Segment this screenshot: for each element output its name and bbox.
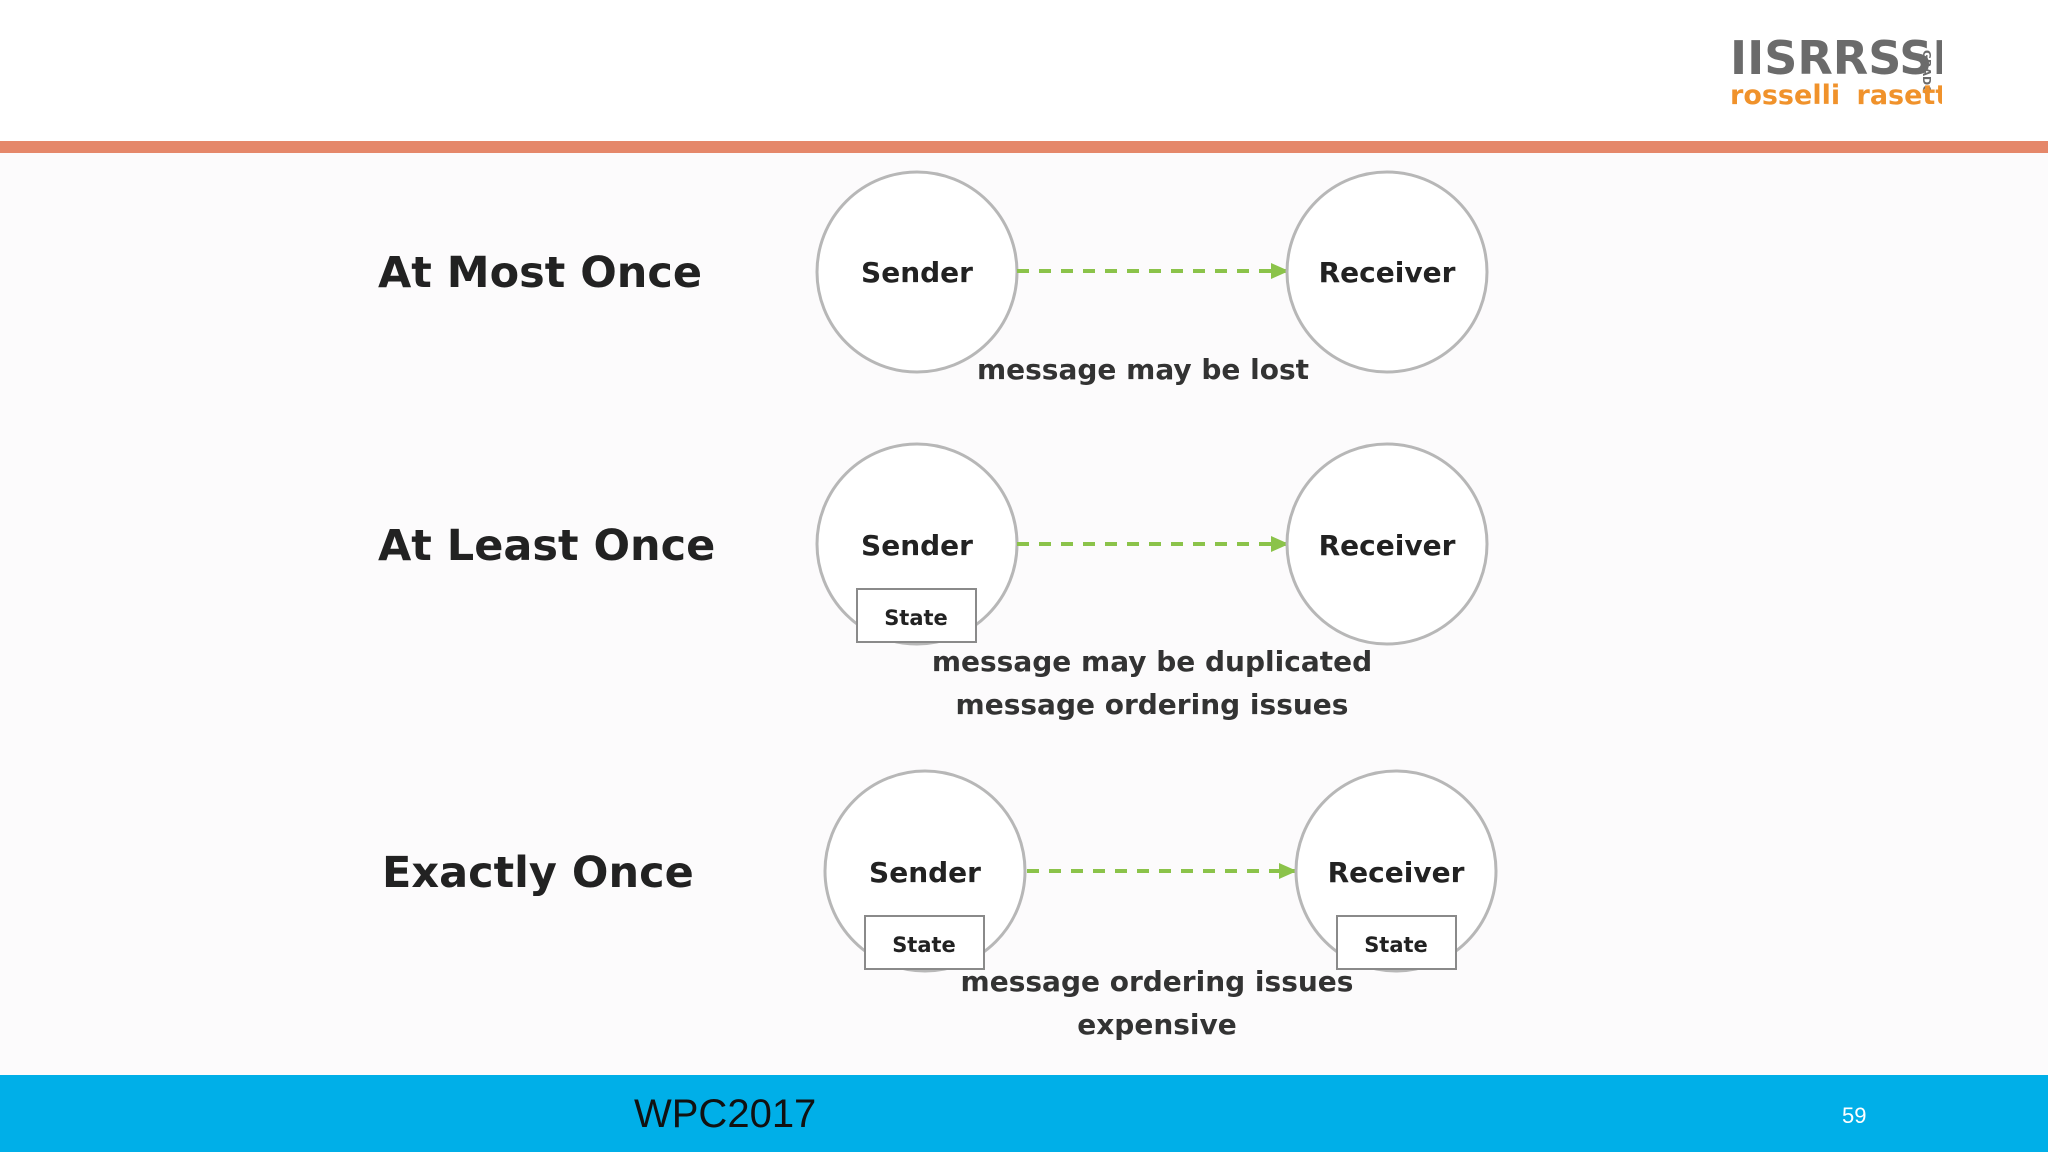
receiver-label: Receiver (1319, 256, 1456, 289)
sender-label: Sender (861, 256, 973, 289)
page-number: 59 (1842, 1103, 1867, 1128)
sender-state-box (856, 588, 977, 643)
footer-bar (0, 1075, 2048, 1152)
row-at-least-once: At Least Once Sender State Receiver mess… (378, 442, 1489, 721)
logo-bottom-text-2: rasetti (1857, 80, 1943, 111)
row-title: At Least Once (378, 521, 715, 571)
row-title: Exactly Once (382, 848, 694, 898)
sender-label: Sender (869, 856, 981, 889)
receiver-label: Receiver (1328, 856, 1465, 889)
sender-label: Sender (861, 529, 973, 562)
sender-state-label: State (892, 933, 956, 957)
caption-line-1: message may be lost (977, 353, 1309, 386)
sender-state-label: State (884, 606, 948, 630)
logo-top-text: IISRRSSI (1730, 31, 1942, 85)
row-exactly-once: Exactly Once Sender State Receiver State… (382, 769, 1498, 1041)
receiver-node (1285, 170, 1489, 374)
accent-divider (0, 141, 2048, 153)
receiver-label: Receiver (1319, 529, 1456, 562)
caption-line-1: message ordering issues (961, 965, 1354, 998)
receiver-state-label: State (1364, 933, 1428, 957)
sender-state-box (864, 915, 985, 970)
logo: IISRRSSI GRADO rosselli rasetti (1722, 26, 1958, 116)
diagram-panel (0, 153, 2048, 1075)
svg-text:rosselli rasetti: rosselli rasetti (1730, 80, 1942, 111)
row-title: At Most Once (378, 248, 702, 298)
logo-mark: IISRRSSI GRADO rosselli rasetti (1730, 31, 1958, 111)
logo-side-text: GRADO (1920, 50, 1933, 95)
caption-line-2: message ordering issues (956, 688, 1349, 721)
caption-line-2: expensive (1077, 1008, 1237, 1041)
logo-bottom-text-1: rosselli (1730, 80, 1840, 111)
receiver-state-box (1336, 915, 1457, 970)
receiver-node (1285, 442, 1489, 646)
row-at-most-once: At Most Once Sender Receiver message may… (378, 170, 1489, 386)
caption-line-1: message may be duplicated (932, 645, 1372, 678)
footer-title: WPC2017 (634, 1092, 817, 1136)
